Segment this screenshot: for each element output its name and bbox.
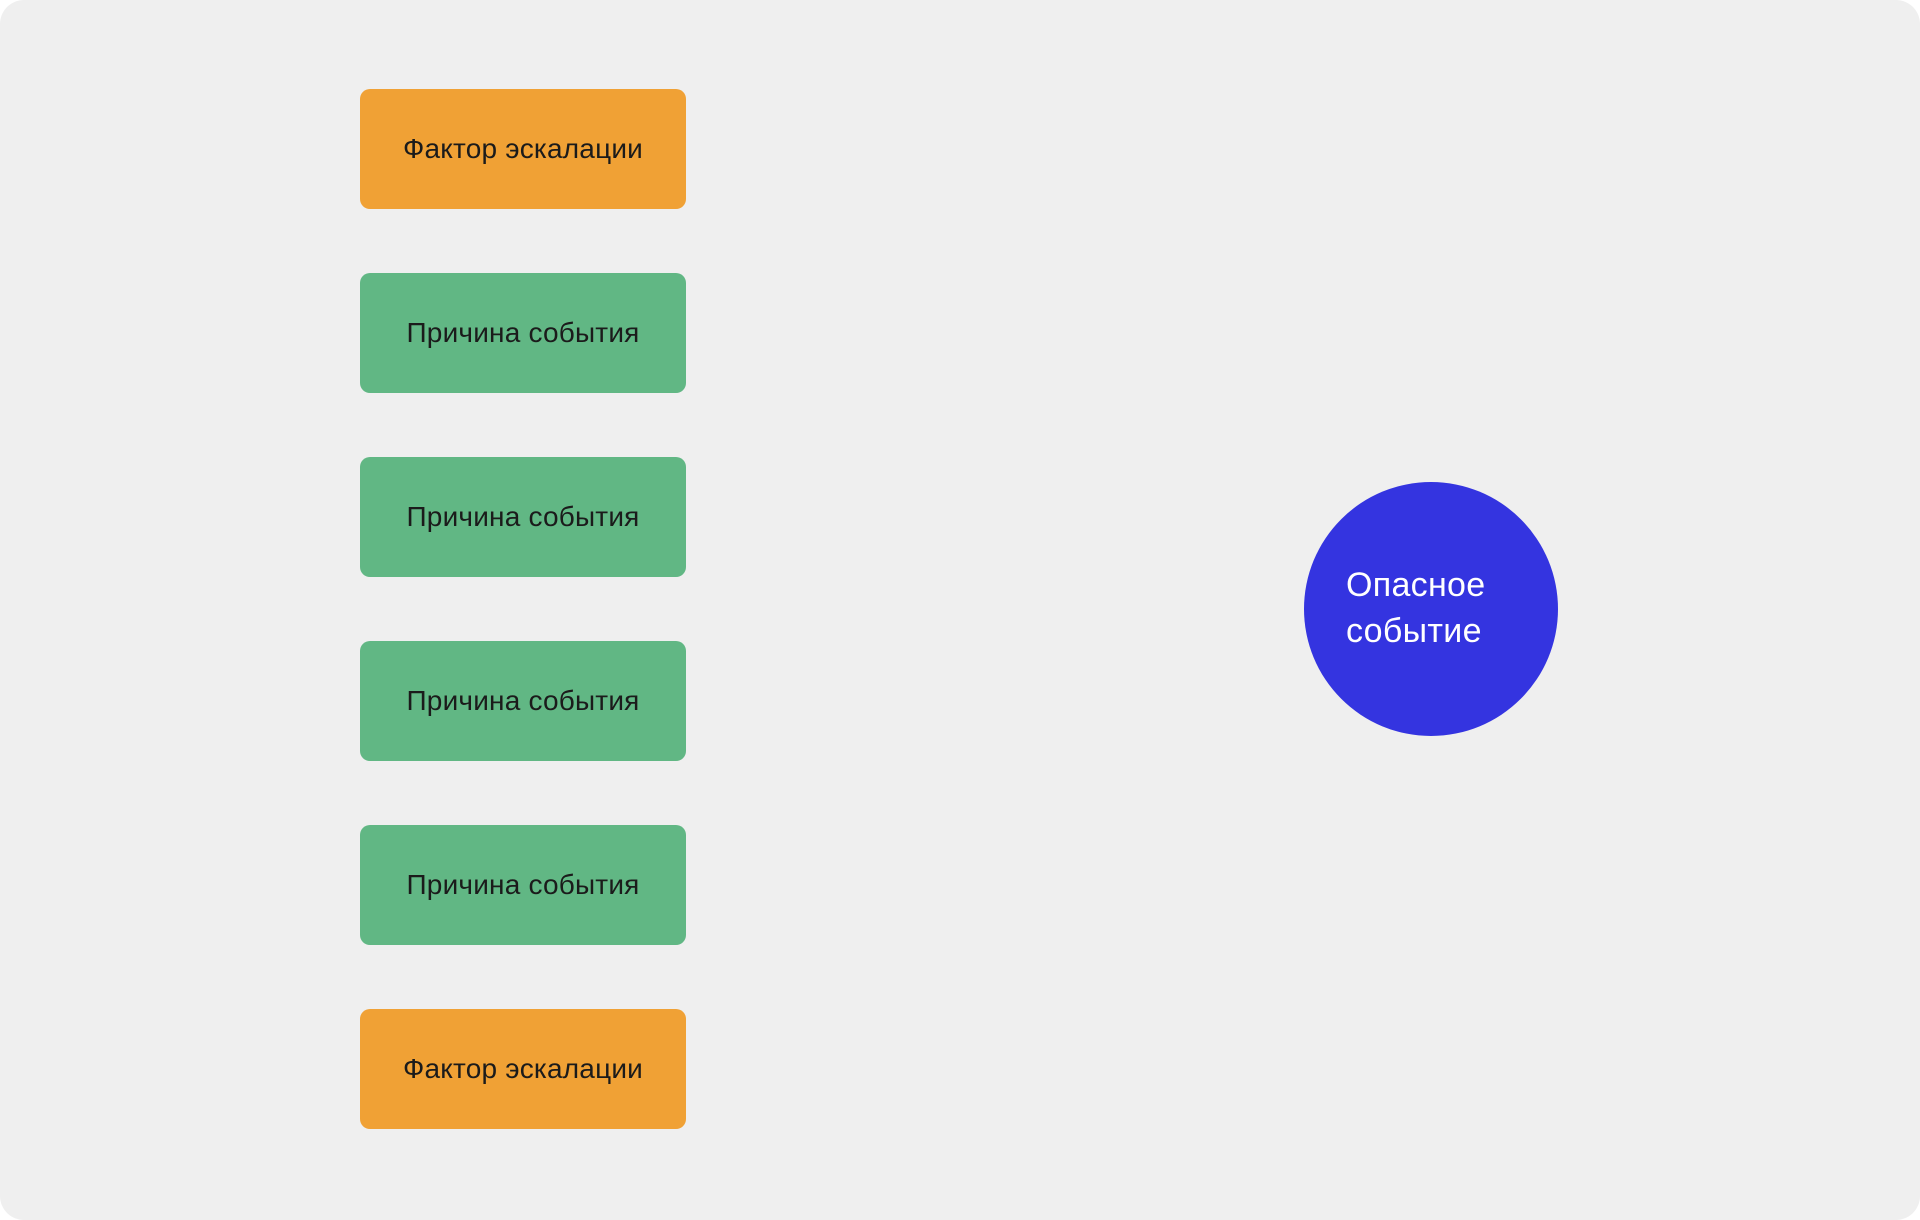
cause-label: Причина события (406, 317, 640, 348)
escalation-factor-label: Фактор эскалации (402, 1053, 643, 1084)
hazard-event-circle: Опасное событие (1304, 482, 1558, 736)
cause-node: Причина события (360, 273, 686, 393)
cause-label: Причина события (406, 869, 640, 900)
cause-label: Причина события (406, 501, 640, 532)
escalation-factor-label: Фактор эскалации (402, 133, 643, 164)
escalation-factor-node: Фактор эскалации (360, 1009, 686, 1129)
cause-node: Причина события (360, 457, 686, 577)
cause-node: Причина события (360, 641, 686, 761)
hazard-event-label: Опасное событие (1346, 566, 1486, 650)
cause-label: Причина события (406, 685, 640, 716)
escalation-factor-node: Фактор эскалации (360, 89, 686, 209)
cause-node: Причина события (360, 825, 686, 945)
